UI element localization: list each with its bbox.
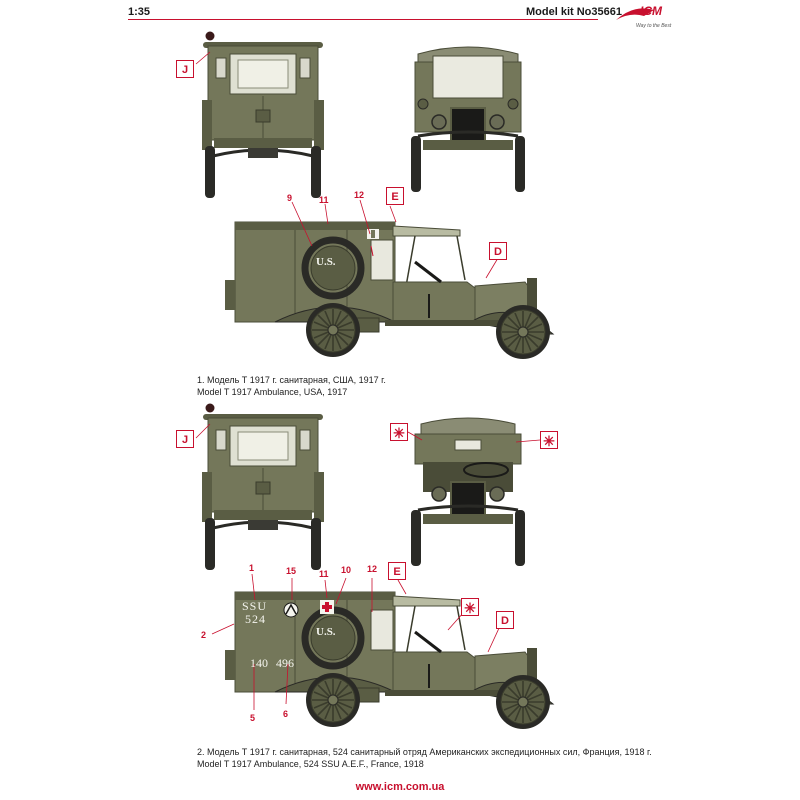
callout-j-variant2: J [176,430,194,448]
callout-e-variant1: E [386,187,404,205]
caption-ru: 1. Модель Т 1917 г. санитарная, США, 191… [197,375,386,385]
decal-number-11: 11 [319,195,329,205]
caption-variant1: 1. Модель Т 1917 г. санитарная, США, 191… [197,374,386,398]
us-marking-variant2: U.S. [316,626,336,638]
star-callout-left: ✳ [390,423,408,441]
caption-ru-variant2: 2. Модель Т 1917 г. санитарная, 524 сани… [197,747,652,757]
callout-j-variant1: J [176,60,194,78]
star-callout-right: ✳ [540,431,558,449]
footer-url[interactable]: www.icm.com.ua [355,781,445,793]
brand-name: ICM [640,4,662,18]
decal-number-12: 12 [354,190,365,200]
callout-d-variant1: D [489,242,507,260]
decal-number-1: 1 [249,563,255,573]
decal-number-12-variant2: 12 [367,564,378,574]
page-header: 1:35 Model kit No35661 ICM Way to the Be… [0,0,800,29]
decal-number-15: 15 [286,566,297,576]
icm-logo-icon [616,8,654,20]
model-kit-label: Model kit No35661 [526,6,622,18]
scale-label: 1:35 [128,6,151,18]
callout-e-variant2: E [388,562,406,580]
ssu-marking: SSU [242,599,268,613]
star-callout-side: ✳ [461,598,479,616]
caption-en: Model T 1917 Ambulance, USA, 1917 [197,387,348,397]
header-rule [128,19,598,20]
unit-number-marking: 524 [245,612,266,626]
decal-number-2: 2 [201,630,207,640]
decal-number-6: 6 [283,709,289,719]
caption-en-variant2: Model T 1917 Ambulance, 524 SSU A.E.F., … [197,759,424,769]
decal-number-11-variant2: 11 [319,569,329,579]
decal-number-5: 5 [250,713,256,723]
registration-marking-left: 140 [250,656,268,670]
brand-tagline: Way to the Best [636,23,672,29]
decal-number-10: 10 [341,565,352,575]
us-marking: U.S. [316,256,336,268]
registration-marking-right: 496 [276,656,294,670]
callout-d-variant2: D [496,611,514,629]
caption-variant2: 2. Модель Т 1917 г. санитарная, 524 сани… [197,746,652,770]
decal-number-9: 9 [287,193,293,203]
